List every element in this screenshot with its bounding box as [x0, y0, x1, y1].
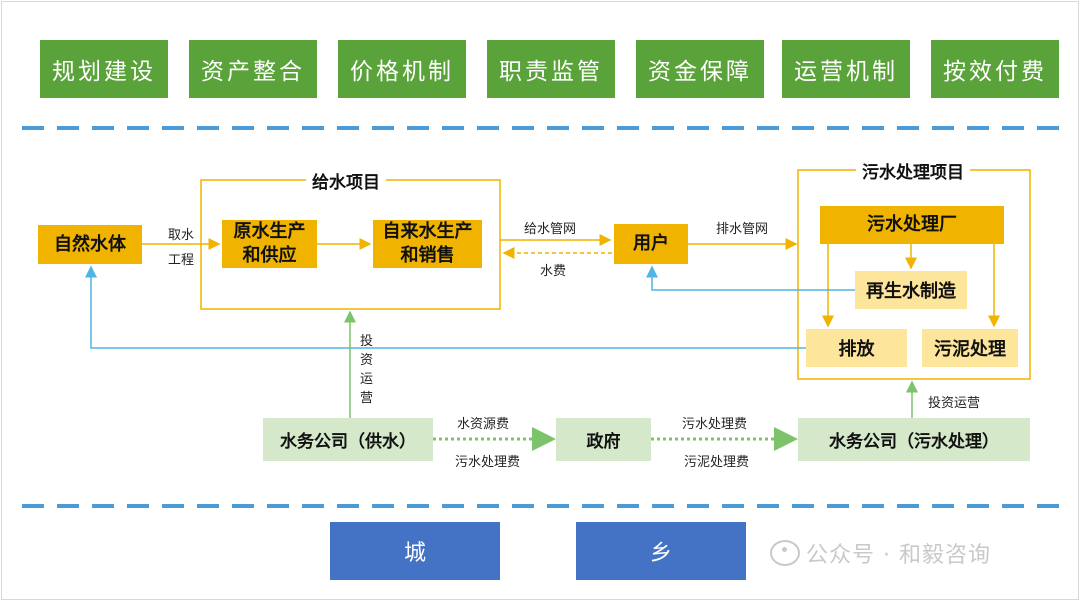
sludge-fee-label: 污泥处理费	[684, 455, 750, 470]
sewage-fee-label-left: 污水处理费	[455, 455, 521, 470]
natural-water-box: 自然水体	[38, 225, 142, 264]
category-supervision: 职责监管	[487, 40, 615, 98]
sewage-company-box: 水务公司（污水处理）	[798, 418, 1030, 461]
region-urban: 城	[330, 522, 500, 580]
tap-water-line2: 和销售	[400, 245, 455, 266]
discharge-box: 排放	[806, 329, 907, 367]
intake-label-2: 工程	[168, 253, 195, 268]
watermark: 公众号 · 和毅咨询	[770, 537, 991, 569]
supply-project-title: 给水项目	[306, 168, 386, 193]
supply-pipe-label: 给水管网	[524, 222, 577, 237]
watermark-text: 公众号 · 和毅咨询	[806, 543, 991, 568]
drain-pipe-label: 排水管网	[716, 222, 769, 237]
wechat-icon	[770, 540, 800, 566]
region-rural: 乡	[576, 522, 746, 580]
invest-left-3: 运	[360, 372, 374, 387]
government-box: 政府	[556, 418, 651, 461]
supply-company-box: 水务公司（供水）	[263, 418, 433, 461]
water-fee-label: 水费	[540, 264, 567, 279]
raw-water-line1: 原水生产	[233, 221, 306, 242]
category-funding: 资金保障	[636, 40, 764, 98]
tap-water-line1: 自来水生产	[382, 221, 473, 242]
category-operation: 运营机制	[782, 40, 910, 98]
category-asset-integration: 资产整合	[189, 40, 317, 98]
category-pay-by-performance: 按效付费	[931, 40, 1059, 98]
raw-water-box: 原水生产 和供应	[222, 220, 317, 268]
raw-water-line2: 和供应	[242, 245, 297, 266]
sewage-project-title: 污水处理项目	[856, 158, 970, 183]
invest-left-1: 投	[360, 334, 374, 349]
category-planning: 规划建设	[40, 40, 168, 98]
intake-label-1: 取水	[168, 228, 195, 243]
category-price-mechanism: 价格机制	[338, 40, 466, 98]
resource-fee-label: 水资源费	[457, 417, 510, 432]
invest-right-label: 投资运营	[928, 396, 981, 411]
sewage-plant-box: 污水处理厂	[820, 206, 1004, 244]
sludge-treatment-box: 污泥处理	[922, 329, 1018, 367]
sewage-fee-label-right: 污水处理费	[682, 417, 748, 432]
invest-left-2: 资	[360, 353, 374, 368]
user-box: 用户	[614, 224, 688, 264]
invest-left-4: 营	[360, 391, 374, 406]
tap-water-box: 自来水生产 和销售	[373, 220, 482, 268]
reclaimed-water-box: 再生水制造	[855, 271, 967, 309]
